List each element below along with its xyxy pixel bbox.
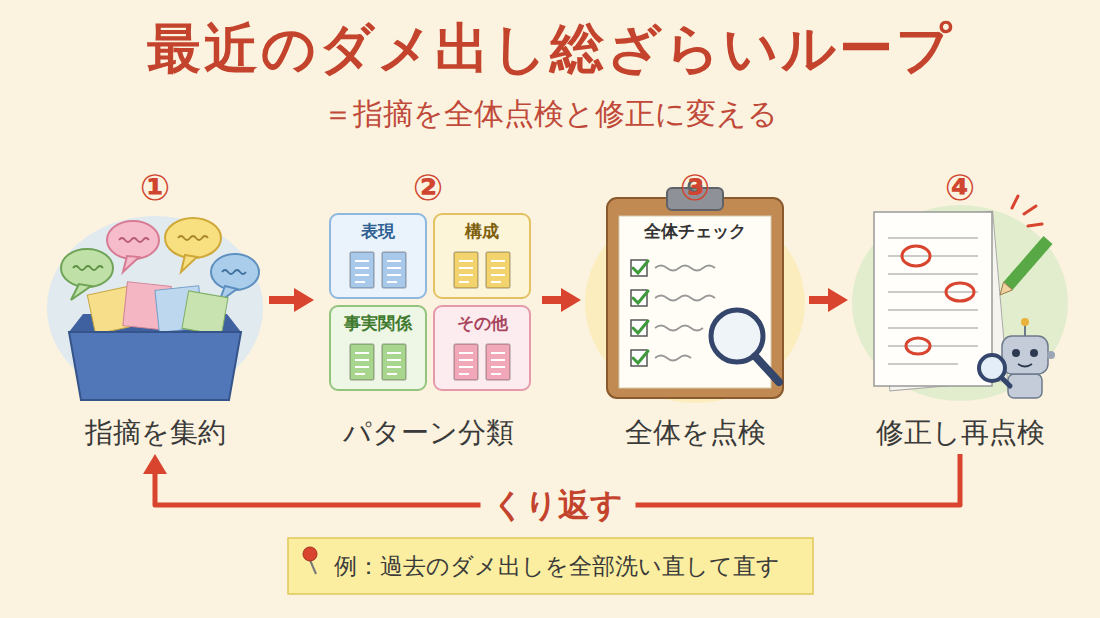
fix-illustration — [852, 196, 1068, 401]
step-label: パターン分類 — [343, 416, 514, 450]
note-text: 例：過去のダメ出しを全部洗い直して直す — [334, 551, 780, 582]
stage-panel: ④ 修正し再点検 — [852, 168, 1068, 450]
checklist-row — [631, 350, 691, 366]
category-card — [330, 306, 426, 390]
category-label: その他 — [457, 312, 508, 334]
category-label: 事実関係 — [344, 312, 412, 334]
note-card: 例：過去のダメ出しを全部洗い直して直す — [288, 538, 813, 594]
pin-head — [303, 547, 317, 561]
step-number: ③ — [680, 168, 710, 208]
category-box: 表現 — [330, 214, 426, 298]
category-card — [434, 214, 530, 298]
correction-mark — [902, 246, 930, 266]
stage-panel: ① 指摘を集約 — [45, 168, 265, 450]
category-label: 表現 — [361, 220, 395, 242]
document-icon — [454, 252, 478, 288]
document-icon — [350, 252, 374, 288]
category-box: その他 — [434, 306, 530, 390]
stage-panel: ② パターン分類 表現 構成事実関係 その他 — [318, 168, 538, 450]
background-blob — [47, 216, 263, 400]
category-label: 構成 — [465, 220, 499, 242]
step-number: ④ — [945, 168, 975, 208]
document-icon — [486, 344, 510, 380]
checklist-row — [631, 260, 715, 276]
document-icon — [454, 344, 478, 380]
classify-illustration — [330, 214, 530, 390]
pencil — [1000, 240, 1048, 295]
step-label: 指摘を集約 — [85, 416, 226, 450]
paper-sheet — [874, 212, 992, 386]
step-label: 全体を点検 — [625, 416, 766, 450]
document-icon — [486, 252, 510, 288]
subtitle: ＝指摘を全体点検と修正に変える — [0, 94, 1100, 134]
step-number: ① — [140, 168, 170, 208]
edge-label: くり返す — [480, 485, 635, 525]
note-paper — [288, 538, 813, 594]
document-icon — [382, 252, 406, 288]
correction-mark — [946, 283, 974, 301]
document-icon — [350, 344, 374, 380]
document-icon — [382, 344, 406, 380]
clipboard: 全体チェック — [607, 198, 783, 398]
pin-needle — [310, 560, 316, 574]
speech-bubble — [107, 221, 159, 272]
collect-illustration — [47, 216, 263, 400]
checklist-paper — [619, 216, 771, 388]
magnifier — [979, 355, 1010, 386]
note-card-icon — [182, 291, 228, 335]
note-illustration — [288, 538, 813, 594]
step-number: ② — [413, 168, 443, 208]
correction-mark — [906, 338, 930, 354]
tray — [69, 332, 241, 400]
clipboard-board — [607, 198, 783, 398]
checklist-title: 全体チェック — [644, 220, 746, 242]
magnifier — [711, 310, 779, 382]
checklist-row — [631, 290, 715, 306]
flow-arrow — [269, 296, 300, 304]
category-card — [434, 306, 530, 390]
step-label: 修正し再点検 — [876, 416, 1045, 450]
inspect-illustration — [585, 180, 805, 403]
flow-arrow — [542, 296, 567, 304]
category-box: 構成 — [434, 214, 530, 298]
speech-bubble — [211, 254, 259, 302]
stage-panel: ③ 全体を点検 全体チェック — [585, 168, 805, 450]
spark-lines — [1012, 196, 1042, 226]
text-lines — [888, 238, 978, 364]
background-blob — [852, 205, 1068, 401]
category-card — [330, 214, 426, 298]
category-box: 事実関係 — [330, 306, 426, 390]
flow-arrow — [809, 296, 834, 304]
checklist-row — [631, 320, 703, 336]
title: 最近のダメ出し総ざらいループ — [0, 14, 1100, 84]
